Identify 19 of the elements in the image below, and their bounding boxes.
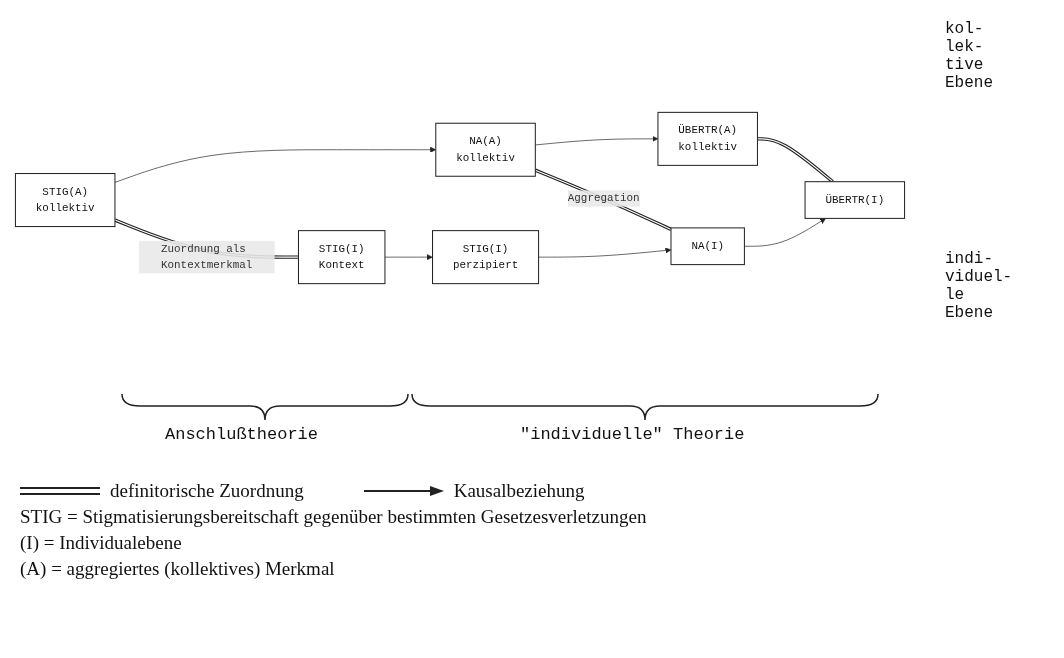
node-box: STIG(I) perzipiert [432,230,540,285]
theory-label: "individuelle" Theorie [520,425,745,444]
node-box: NA(A) kollektiv [435,122,536,177]
node-box: NA(I) [670,227,745,266]
legend-text: Kausalbeziehung [453,480,585,502]
node-box: ÜBERTR(A) kollektiv [657,111,758,166]
legend-text: definitorische Zuordnung [110,480,304,502]
level-label: kol- lek- tive Ebene [945,20,994,92]
definition-text: STIG = Stigmatisierungsbereitschaft gegenüber bestimmten Gesetzesverletzungen [20,506,647,528]
level-label: indi- viduel- le Ebene [945,250,1014,322]
edge-label: Aggregation [567,192,640,205]
theory-label: Anschlußtheorie [165,425,319,444]
node-box: STIG(A) kollektiv [14,173,116,228]
definition-text: (A) = aggregiertes (kollektives) Merkmal [20,558,336,580]
node-box: ÜBERTR(I) [804,181,906,219]
definition-text: (I) = Individualebene [20,532,183,554]
node-box: STIG(I) Kontext [297,230,386,285]
connector [757,137,834,183]
edge-label: Zuordnung als Kontextmerkmal [161,242,253,272]
